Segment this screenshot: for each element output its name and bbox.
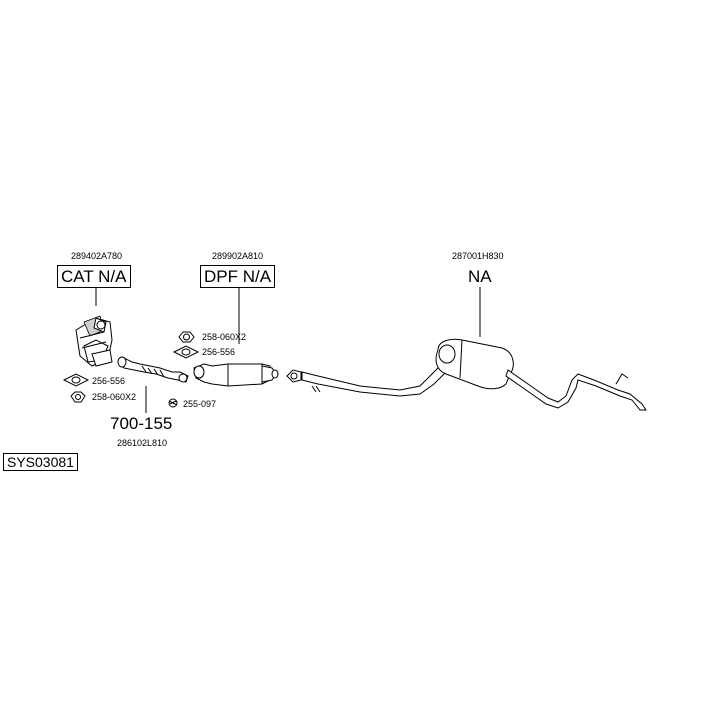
dpf-nut-code: 258-060X2 bbox=[202, 332, 247, 342]
cat-nut-code: 258-060X2 bbox=[92, 392, 137, 402]
silencer-label: NA bbox=[468, 267, 492, 286]
front-pipe-label: 700-155 bbox=[110, 414, 173, 433]
dpf-gasket-part bbox=[172, 345, 200, 359]
spring-code: 255-097 bbox=[183, 399, 217, 409]
cat-label: CAT N/A bbox=[57, 265, 131, 288]
spring-part bbox=[168, 398, 178, 408]
cat-nut-part bbox=[70, 391, 86, 403]
silencer-part-number: 287001H830 bbox=[452, 251, 504, 261]
front-pipe-part-number: 286102L810 bbox=[117, 438, 168, 448]
flange-part bbox=[286, 369, 302, 383]
dpf-nut-part bbox=[178, 331, 195, 343]
front-pipe-part bbox=[117, 356, 189, 383]
silencer-part bbox=[435, 338, 514, 390]
catalyst-part bbox=[75, 315, 113, 367]
dpf-label: DPF N/A bbox=[200, 265, 276, 288]
intermediate-pipe-part bbox=[301, 365, 447, 397]
cat-gasket-part bbox=[62, 373, 90, 387]
dpf-part-number: 289902A810 bbox=[212, 251, 264, 261]
cat-part-number: 289402A780 bbox=[71, 251, 123, 261]
system-code: SYS03081 bbox=[3, 453, 78, 471]
dpf-part bbox=[193, 363, 279, 387]
tailpipe-part bbox=[505, 369, 647, 411]
dpf-gasket-code: 256-556 bbox=[202, 347, 236, 357]
cat-gasket-code: 256-556 bbox=[92, 376, 126, 386]
